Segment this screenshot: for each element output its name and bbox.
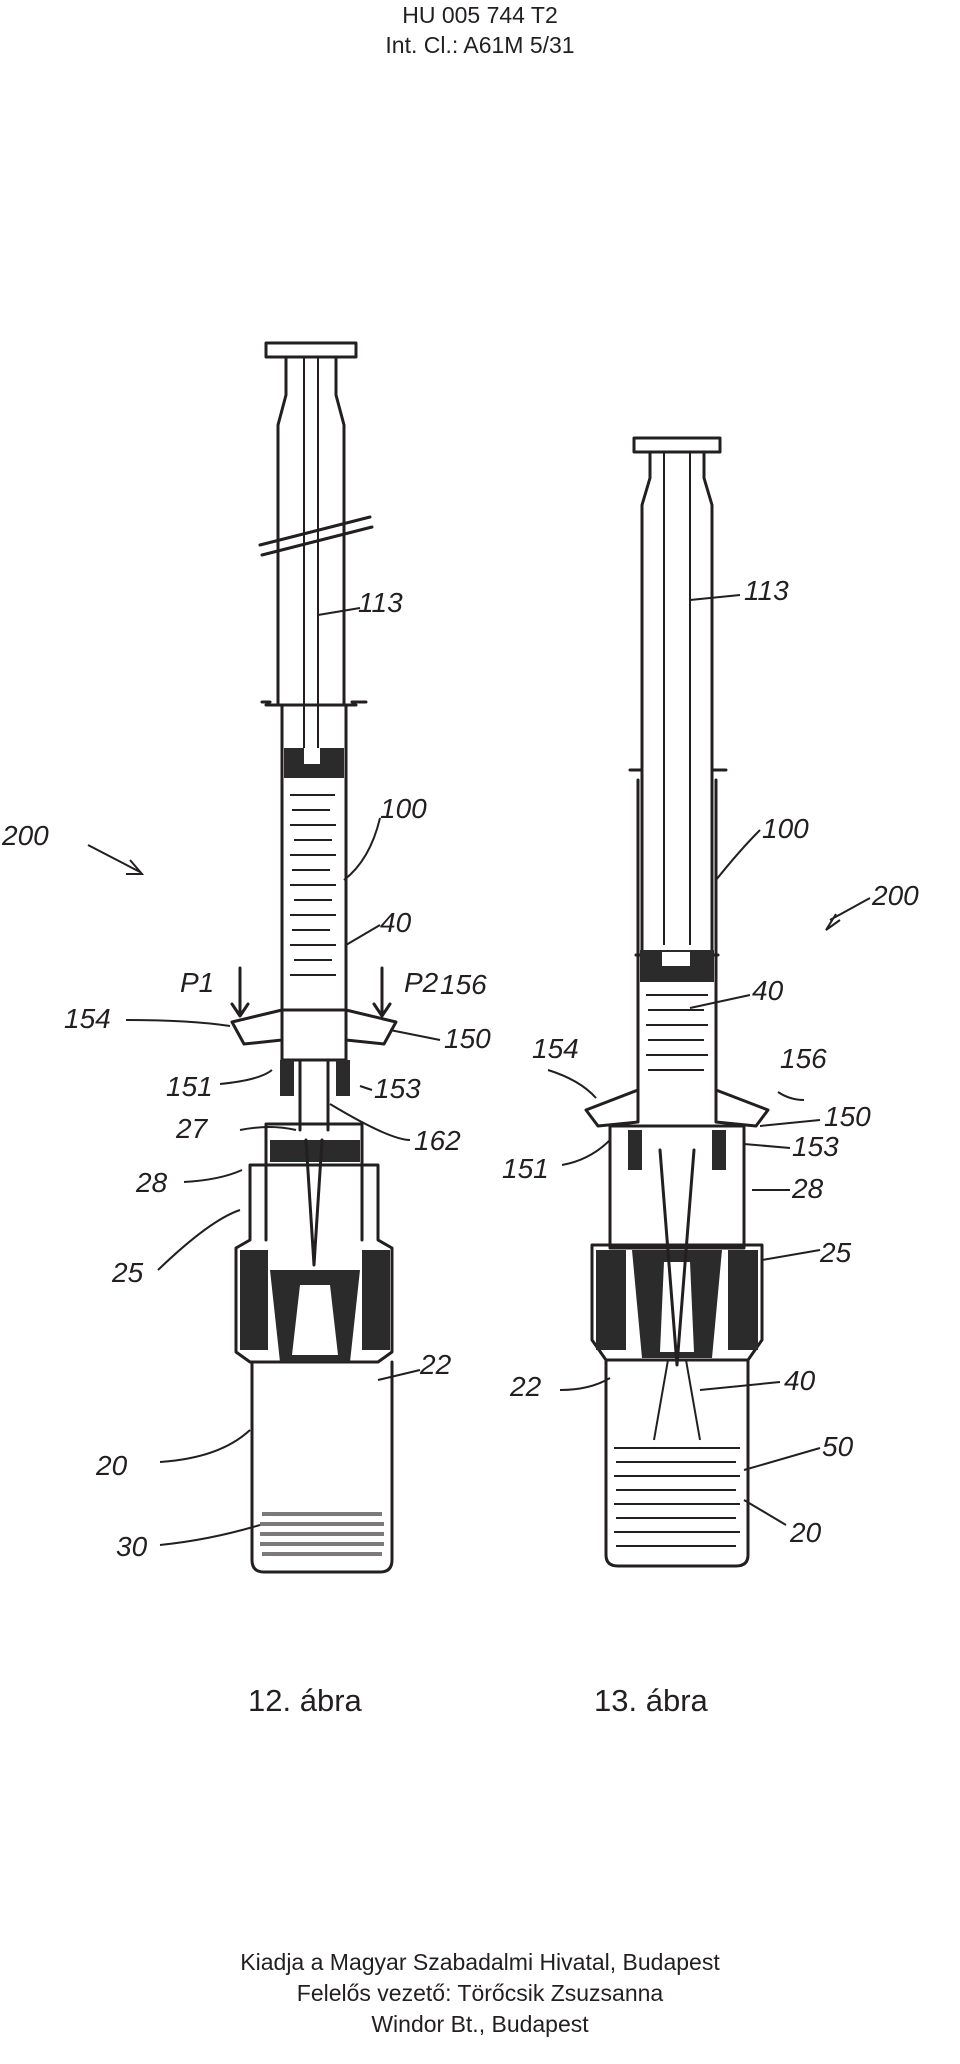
label: 113: [358, 587, 403, 618]
label: 25: [819, 1237, 852, 1268]
figure-13-caption: 13. ábra: [594, 1683, 708, 1718]
liquid-13: [646, 994, 708, 1071]
label: 100: [762, 813, 809, 844]
figure-12-syringe: [87, 341, 441, 1574]
document-footer: Kiadja a Magyar Szabadalmi Hivatal, Buda…: [0, 1947, 960, 2040]
classification: Int. Cl.: A61M 5/31: [385, 32, 575, 58]
figure-12-labels: 113 200 100 40 P1 P2 156 154 150 151 153…: [1, 587, 491, 1562]
label: 20: [789, 1517, 822, 1548]
label: 30: [116, 1531, 148, 1562]
label: 153: [374, 1073, 421, 1104]
responsible-editor-line: Felelős vezető: Törőcsik Zsuzsanna: [296, 1980, 664, 2006]
powder-30: [260, 1512, 384, 1556]
label: 40: [752, 975, 784, 1006]
label: 40: [784, 1365, 816, 1396]
label: 154: [532, 1033, 579, 1064]
label: 150: [444, 1023, 491, 1054]
publisher-line: Kiadja a Magyar Szabadalmi Hivatal, Buda…: [240, 1949, 720, 1975]
label: 153: [792, 1131, 839, 1162]
solution-50: [614, 1447, 740, 1547]
label: 200: [871, 880, 919, 911]
label: 50: [822, 1431, 854, 1462]
figure-13-labels: 113 100 200 40 154 156 150 153 151 28 25…: [502, 575, 919, 1548]
label: 27: [175, 1113, 209, 1144]
label: 28: [791, 1173, 824, 1204]
printer-line: Windor Bt., Budapest: [371, 2011, 589, 2037]
label: 28: [135, 1167, 168, 1198]
label: 200: [1, 820, 49, 851]
label: 151: [502, 1153, 549, 1184]
label: 100: [380, 793, 427, 824]
label: 22: [419, 1349, 452, 1380]
figure-12-caption: 12. ábra: [248, 1683, 362, 1718]
label: 113: [744, 575, 789, 606]
liquid-12: [290, 794, 336, 976]
label: 154: [64, 1003, 111, 1034]
label: 151: [166, 1071, 213, 1102]
label: 40: [380, 907, 412, 938]
figure-13-syringe: [547, 436, 871, 1568]
document-header: HU 005 744 T2 Int. Cl.: A61M 5/31: [0, 0, 960, 60]
label: 22: [509, 1371, 542, 1402]
label: 156: [440, 969, 487, 1000]
label: 150: [824, 1101, 871, 1132]
plunger-flange-13: [632, 436, 722, 454]
plunger-flange: [264, 341, 358, 359]
label: 20: [95, 1450, 128, 1481]
label: P2: [404, 967, 439, 998]
patent-number: HU 005 744 T2: [402, 2, 558, 28]
label: 25: [111, 1257, 144, 1288]
label: 156: [780, 1043, 827, 1074]
label: P1: [180, 967, 214, 998]
label: 162: [414, 1125, 461, 1156]
